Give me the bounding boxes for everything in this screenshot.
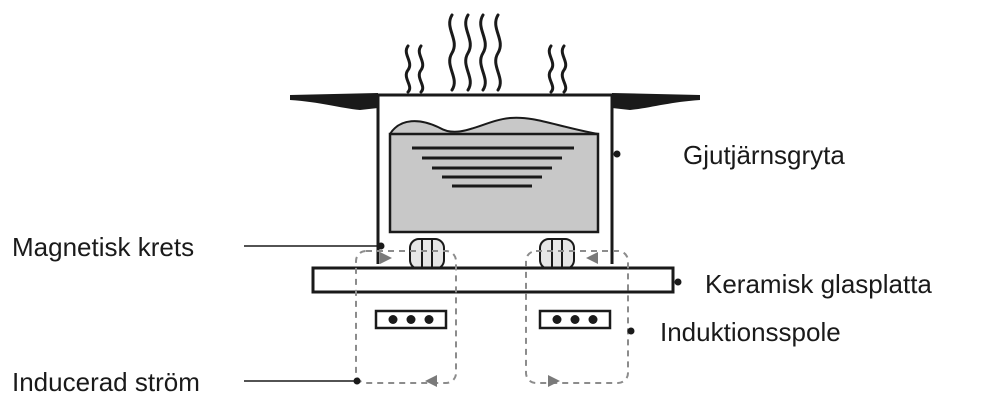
label-pot: Gjutjärnsgryta [683, 140, 845, 170]
label-induced-current: Inducerad ström [12, 367, 200, 397]
leader-lines [244, 245, 381, 382]
pot-handle-left [290, 93, 378, 110]
leader-dots [353, 150, 682, 385]
flux-coil-icon [409, 238, 575, 270]
pot-handle-right [612, 93, 700, 110]
pot-contents [388, 116, 600, 234]
pot-body [376, 93, 614, 264]
label-induction-coil: Induktionsspole [660, 317, 841, 347]
current-arrows [380, 252, 598, 387]
label-ceramic-glass-plate: Keramisk glasplatta [705, 269, 932, 299]
steam-waves-icon [404, 13, 568, 94]
coil-winding-icon [374, 309, 612, 330]
induced-current-loops [355, 250, 629, 384]
label-magnetic-circuit: Magnetisk krets [12, 232, 195, 262]
ceramic-glass-plate [311, 266, 675, 294]
